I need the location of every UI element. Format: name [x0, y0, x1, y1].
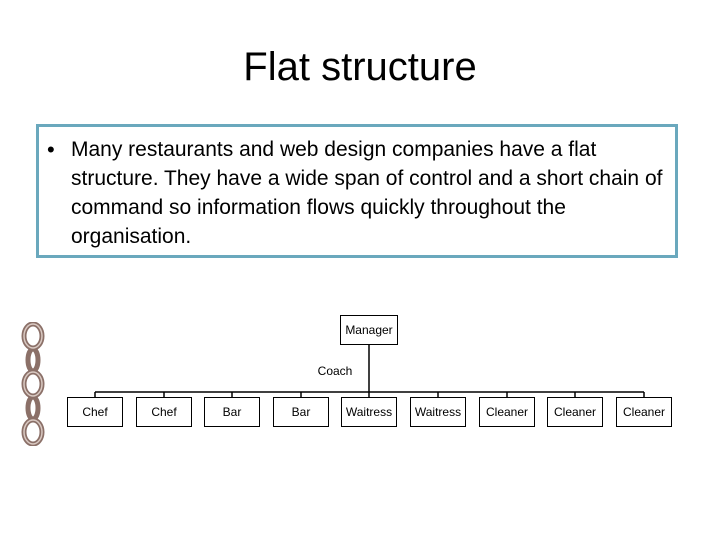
chain-icon	[21, 322, 45, 446]
org-node-staff: Chef	[67, 397, 123, 427]
bullet-text: Many restaurants and web design companie…	[71, 138, 663, 248]
org-node-staff: Cleaner	[479, 397, 535, 427]
org-node-manager: Manager	[340, 315, 398, 345]
org-node-staff: Chef	[136, 397, 192, 427]
org-node-staff: Waitress	[341, 397, 397, 427]
bullet-symbol: •	[47, 137, 55, 162]
org-node-staff: Bar	[273, 397, 329, 427]
org-node-staff: Cleaner	[616, 397, 672, 427]
org-node-staff: Cleaner	[547, 397, 603, 427]
slide-title: Flat structure	[243, 45, 477, 89]
org-node-coach: Coach	[317, 364, 353, 378]
org-node-staff: Waitress	[410, 397, 466, 427]
org-node-staff: Bar	[204, 397, 260, 427]
bullet-box: • Many restaurants and web design compan…	[36, 124, 678, 258]
